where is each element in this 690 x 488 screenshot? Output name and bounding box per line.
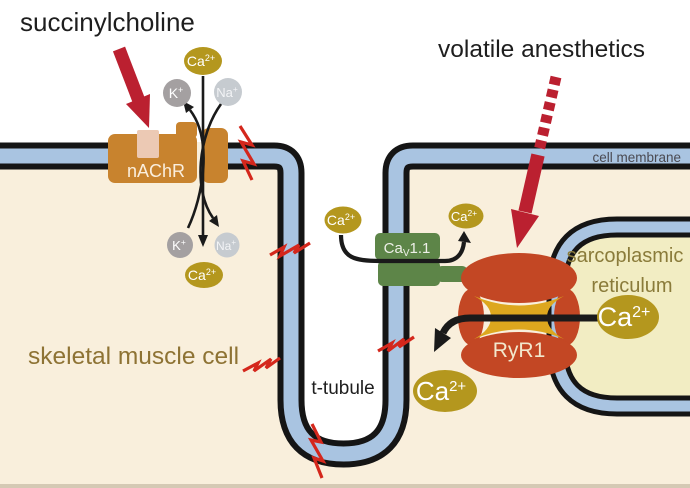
potassium-ion (163, 79, 191, 107)
sodium-ion-label: Na+ (216, 84, 238, 100)
calcium-ion-label: Ca2+ (416, 376, 467, 406)
succinylcholine-arrow (112, 46, 150, 128)
nachr-label: nAChR (127, 161, 185, 181)
volatile-anesthetics-arrow (511, 75, 562, 248)
potassium-efflux-line (186, 109, 205, 229)
potassium-ion-label: K+ (169, 85, 184, 101)
calcium-ion (324, 206, 362, 234)
intracellular-ions: K+ Na+ Ca2+ (167, 232, 240, 288)
sodium-ion (214, 232, 240, 258)
calcium-ion-label: Ca2+ (188, 267, 216, 283)
calcium-ion-label: Ca2+ (327, 212, 355, 228)
volatile-arrow-head (511, 209, 539, 248)
calcium-ion-label: Ca2+ (451, 208, 477, 224)
nachr-flux-arrowheads (183, 101, 219, 247)
potassium-efflux-arrowhead (183, 101, 194, 113)
succinylcholine-arrow-shaft (112, 46, 146, 104)
potassium-ion-label: K+ (172, 237, 186, 253)
potassium-ion (167, 232, 193, 258)
cav11-channel: CaV1.1 (375, 233, 468, 286)
ryr1-label: RyR1 (493, 339, 546, 362)
t-tubule-label: t-tubule (311, 378, 374, 399)
nachr-binding-site (137, 130, 159, 158)
succinylcholine-arrow-head (126, 94, 150, 128)
cav11-ryr-link-arm (436, 266, 468, 282)
volatile-arrow-solid-shaft (518, 153, 545, 214)
lightning-bolt-icon (269, 241, 311, 260)
ryr1-top-body (461, 253, 577, 303)
calcium-release-arrowhead (434, 328, 451, 352)
sodium-ion-label: Na+ (216, 238, 236, 253)
ryr1-bottom-body (461, 332, 577, 378)
cell-membrane-label: cell membrane (592, 150, 681, 165)
sodium-influx-line (199, 103, 223, 219)
cav11-label: CaV1.1 (384, 240, 431, 259)
calcium-release-arrow (439, 314, 612, 335)
calcium-ion (184, 47, 222, 75)
lightning-bolt-icon (237, 125, 258, 181)
nachr-body-right (202, 128, 228, 183)
calcium-influx-arrowhead (198, 235, 208, 247)
calcium-ion (597, 295, 659, 339)
cav11-label-box (375, 233, 440, 260)
succinylcholine-title: succinylcholine (20, 7, 195, 37)
sarcoplasmic-reticulum-label-line2: reticulum (591, 275, 672, 297)
nachr-receptor: nAChR (108, 122, 228, 183)
skeletal-muscle-cell-label: skeletal muscle cell (28, 343, 239, 370)
calcium-ion-label: Ca2+ (187, 53, 215, 69)
calcium-ion (185, 262, 223, 288)
sodium-influx-arrowhead (209, 215, 219, 227)
calcium-ion (448, 203, 484, 229)
cav11-flux-arrowhead (458, 231, 471, 243)
lightning-bolt-icon (242, 356, 281, 373)
lightning-bolt-icon (307, 423, 327, 479)
calcium-ion-label: Ca2+ (598, 302, 651, 332)
bottom-edge-strip (0, 484, 690, 488)
cav11-calcium-ions: Ca2+ Ca2+ (324, 203, 484, 234)
nachr-top-tab (176, 122, 197, 138)
cav11-calcium-flux-arrow (338, 234, 467, 264)
nachr-ion-flux-lines (186, 76, 223, 236)
cell-membrane-band (0, 148, 690, 462)
membrane-bolts (237, 125, 415, 479)
calcium-ion (413, 370, 477, 412)
sarcoplasmic-reticulum-label-line1: sarcoplasmic (567, 245, 684, 267)
nachr-body-left (108, 134, 197, 183)
sodium-ion (214, 78, 242, 106)
nachr-pore-gap (194, 142, 204, 184)
lightning-bolt-icon (377, 335, 415, 353)
volatile-anesthetics-title: volatile anesthetics (438, 36, 645, 63)
extracellular-ions: Ca2+ K+ Na+ (163, 47, 242, 107)
cav11-lower-body (378, 260, 440, 286)
